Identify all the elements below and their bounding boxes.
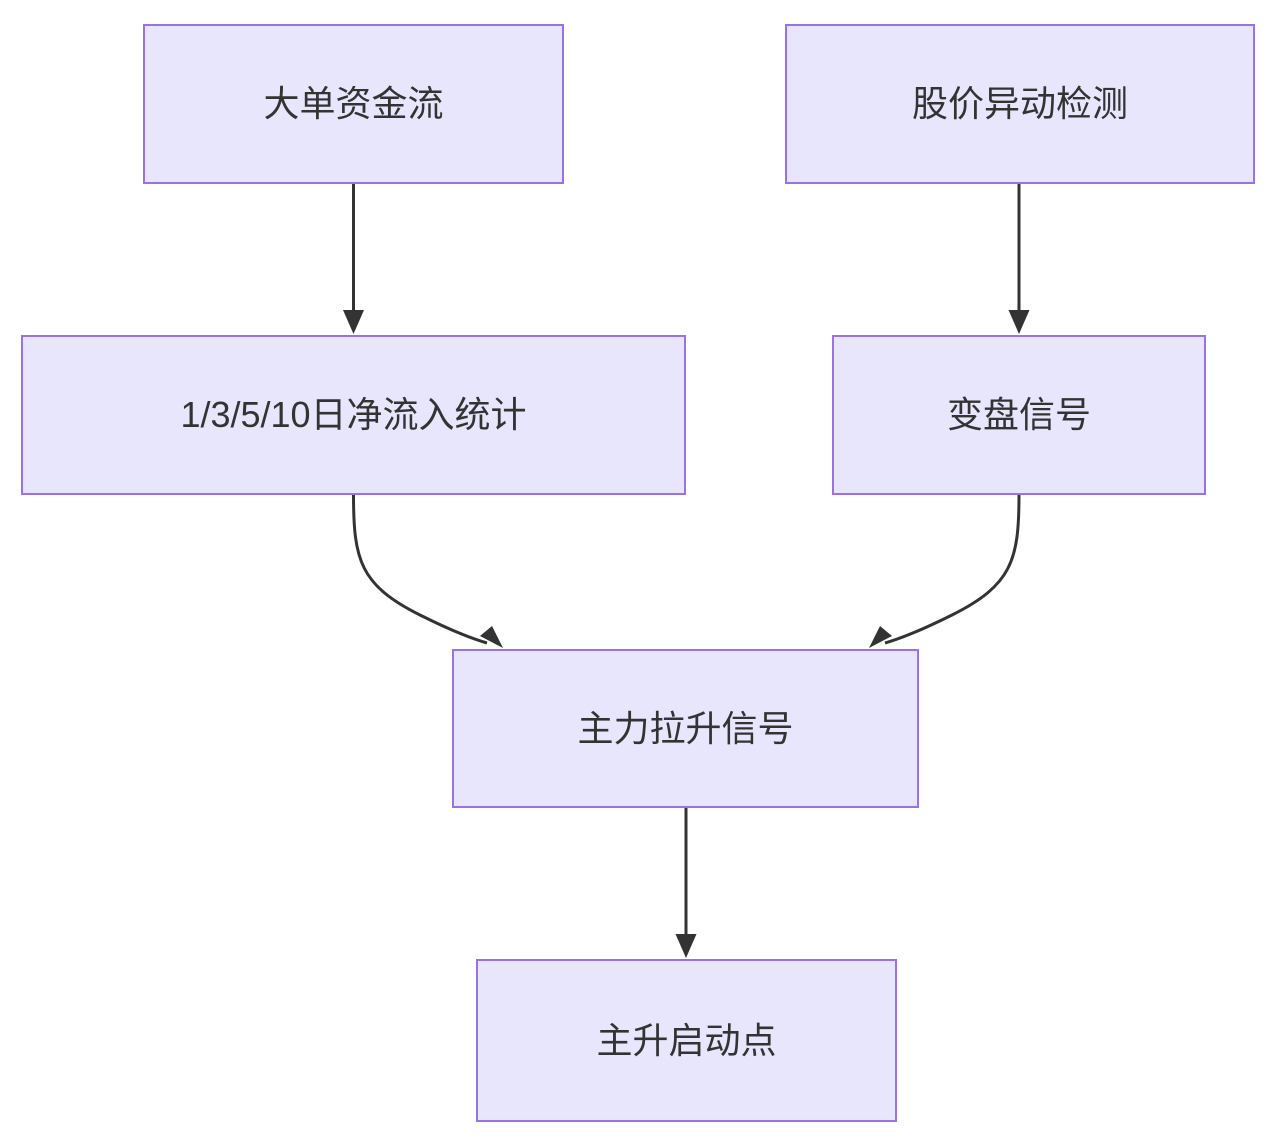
edge-arrowhead-icon: [480, 626, 503, 648]
edge-big-order-to-inflow: [343, 184, 364, 334]
edge-anomaly-to-reversal: [1008, 184, 1030, 334]
node-label: 1/3/5/10日净流入统计: [180, 394, 527, 436]
node-label: 大单资金流: [263, 83, 444, 125]
node-main-force-pump-signal[interactable]: 主力拉升信号: [452, 649, 919, 808]
node-big-order-flow[interactable]: 大单资金流: [143, 24, 564, 184]
node-price-anomaly-detect[interactable]: 股价异动检测: [785, 24, 1255, 184]
node-trend-reversal-signal[interactable]: 变盘信号: [832, 335, 1206, 495]
node-label: 股价异动检测: [911, 83, 1128, 125]
edge-arrowhead-icon: [675, 934, 697, 958]
node-main-rally-start-point[interactable]: 主升启动点: [476, 959, 897, 1122]
edge-arrowhead-icon: [1008, 310, 1030, 334]
edge-reversal-to-pump: [869, 494, 1021, 648]
node-label: 变盘信号: [946, 394, 1091, 436]
edge-arrowhead-icon: [343, 310, 364, 334]
node-label: 主力拉升信号: [577, 707, 794, 749]
edge-pump-to-start: [675, 808, 697, 958]
node-net-inflow-stats[interactable]: 1/3/5/10日净流入统计: [21, 335, 686, 495]
node-label: 主升启动点: [596, 1019, 777, 1061]
edge-inflow-to-pump: [352, 494, 503, 648]
edge-arrowhead-icon: [869, 626, 892, 648]
